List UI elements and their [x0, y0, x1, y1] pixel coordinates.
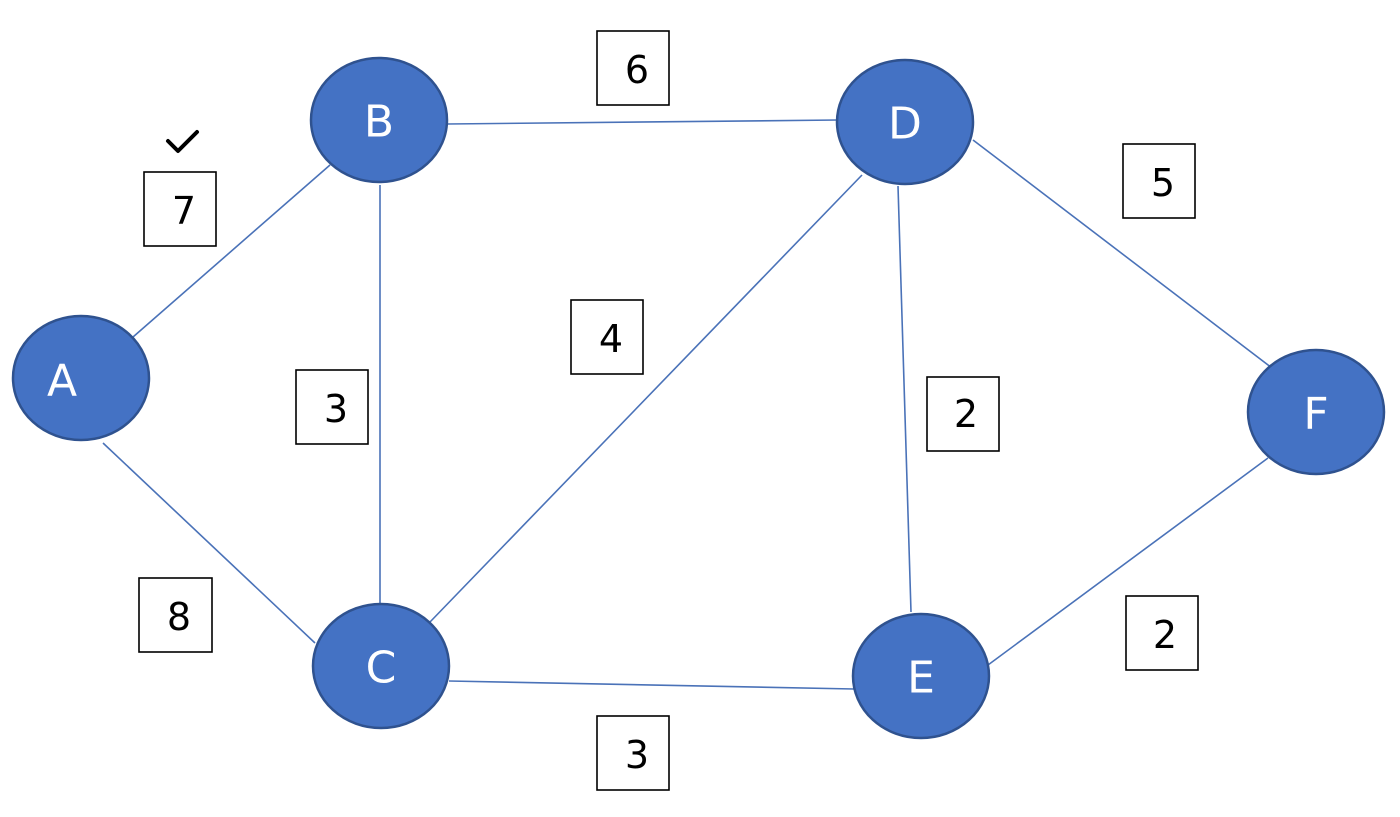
node-d-label: D — [888, 99, 922, 150]
weight-a-b: 7 — [143, 171, 217, 247]
node-f: F — [1246, 348, 1386, 476]
edge-a-c — [102, 442, 316, 644]
node-a: A — [11, 314, 151, 442]
weights-layer: 7 8 3 6 4 3 2 5 — [138, 30, 1199, 791]
weight-c-d-label: 4 — [599, 317, 623, 361]
weight-a-c: 8 — [138, 577, 213, 653]
node-d-circle — [835, 58, 975, 186]
check-icon-path — [166, 130, 199, 153]
edge-d-e — [897, 185, 912, 613]
node-e-label: E — [907, 653, 935, 704]
weight-d-f-box — [1122, 143, 1196, 219]
node-c-label: C — [366, 643, 397, 694]
weight-b-c-box — [295, 369, 369, 445]
weight-e-f-label: 2 — [1153, 613, 1177, 657]
weight-d-e-box — [926, 376, 1000, 452]
edge-d-f — [972, 139, 1273, 369]
node-a-label: A — [47, 356, 77, 407]
weight-b-c: 3 — [295, 369, 369, 445]
edges-layer — [102, 119, 1273, 690]
weight-c-e: 3 — [596, 715, 670, 791]
weight-a-b-label: 7 — [172, 189, 196, 233]
weight-a-c-label: 8 — [167, 595, 191, 639]
node-f-label: F — [1303, 389, 1328, 440]
node-b-circle — [309, 56, 449, 184]
nodes-layer: A B C D E F — [11, 56, 1386, 740]
node-e-circle — [851, 612, 991, 740]
node-e: E — [851, 612, 991, 740]
edge-e-f — [987, 457, 1269, 666]
weight-e-f-box — [1125, 595, 1199, 671]
weight-c-e-box — [596, 715, 670, 791]
node-b-label: B — [364, 97, 394, 148]
weight-b-d: 6 — [596, 30, 670, 106]
weight-b-d-box — [596, 30, 670, 106]
node-a-circle — [11, 314, 151, 442]
weight-b-c-label: 3 — [324, 387, 348, 431]
edge-c-e — [448, 680, 855, 690]
weight-a-b-box — [143, 171, 217, 247]
edge-a-b — [132, 164, 331, 338]
check-icon — [166, 130, 199, 153]
edge-c-d — [429, 174, 863, 623]
weight-c-d-box — [570, 299, 644, 375]
edge-b-d — [446, 119, 839, 125]
weight-c-e-label: 3 — [625, 733, 649, 777]
weight-c-d: 4 — [570, 299, 644, 375]
node-c-circle — [311, 602, 451, 730]
weight-a-c-box — [138, 577, 213, 653]
weight-e-f: 2 — [1125, 595, 1199, 671]
weight-d-f-label: 5 — [1151, 161, 1175, 205]
node-c: C — [311, 602, 451, 730]
node-f-circle — [1246, 348, 1386, 476]
weight-d-f: 5 — [1122, 143, 1196, 219]
node-b: B — [309, 56, 449, 184]
weight-d-e-label: 2 — [954, 392, 978, 436]
weight-b-d-label: 6 — [625, 48, 649, 92]
weight-d-e: 2 — [926, 376, 1000, 452]
node-d: D — [835, 58, 975, 186]
